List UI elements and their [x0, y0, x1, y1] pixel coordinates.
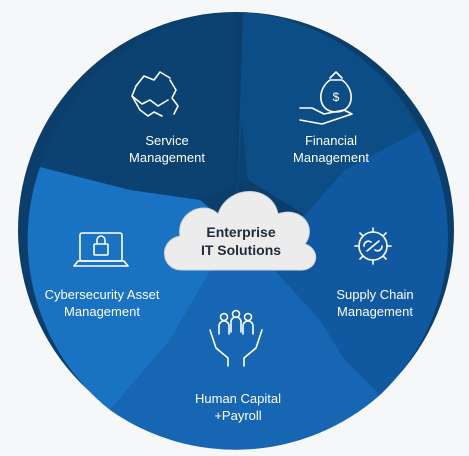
money-bag-hand-icon: $ [299, 71, 353, 125]
segment-human-capital-payroll[interactable] [110, 230, 380, 450]
gear-link-icon [354, 227, 392, 265]
segment-financial-management[interactable] [236, 12, 420, 230]
cloud-icon [164, 191, 317, 271]
svg-text:$: $ [333, 90, 340, 104]
label-financial-management: Financial Management [293, 133, 369, 165]
label-supply-chain-management: Supply Chain Management [336, 287, 414, 319]
label-human-capital-payroll: Human Capital +Payroll [195, 391, 281, 423]
handshake-icon [131, 71, 179, 117]
people-hands-icon [209, 309, 263, 367]
segment-service-management[interactable] [40, 12, 248, 230]
label-cybersecurity-asset-management: Cybersecurity Asset Management [44, 287, 160, 319]
center-title: Enterprise IT Solutions [200, 224, 282, 258]
label-service-management: Service Management [129, 133, 205, 165]
laptop-lock-icon [73, 232, 129, 267]
segment-supply-chain-management[interactable] [236, 130, 448, 395]
